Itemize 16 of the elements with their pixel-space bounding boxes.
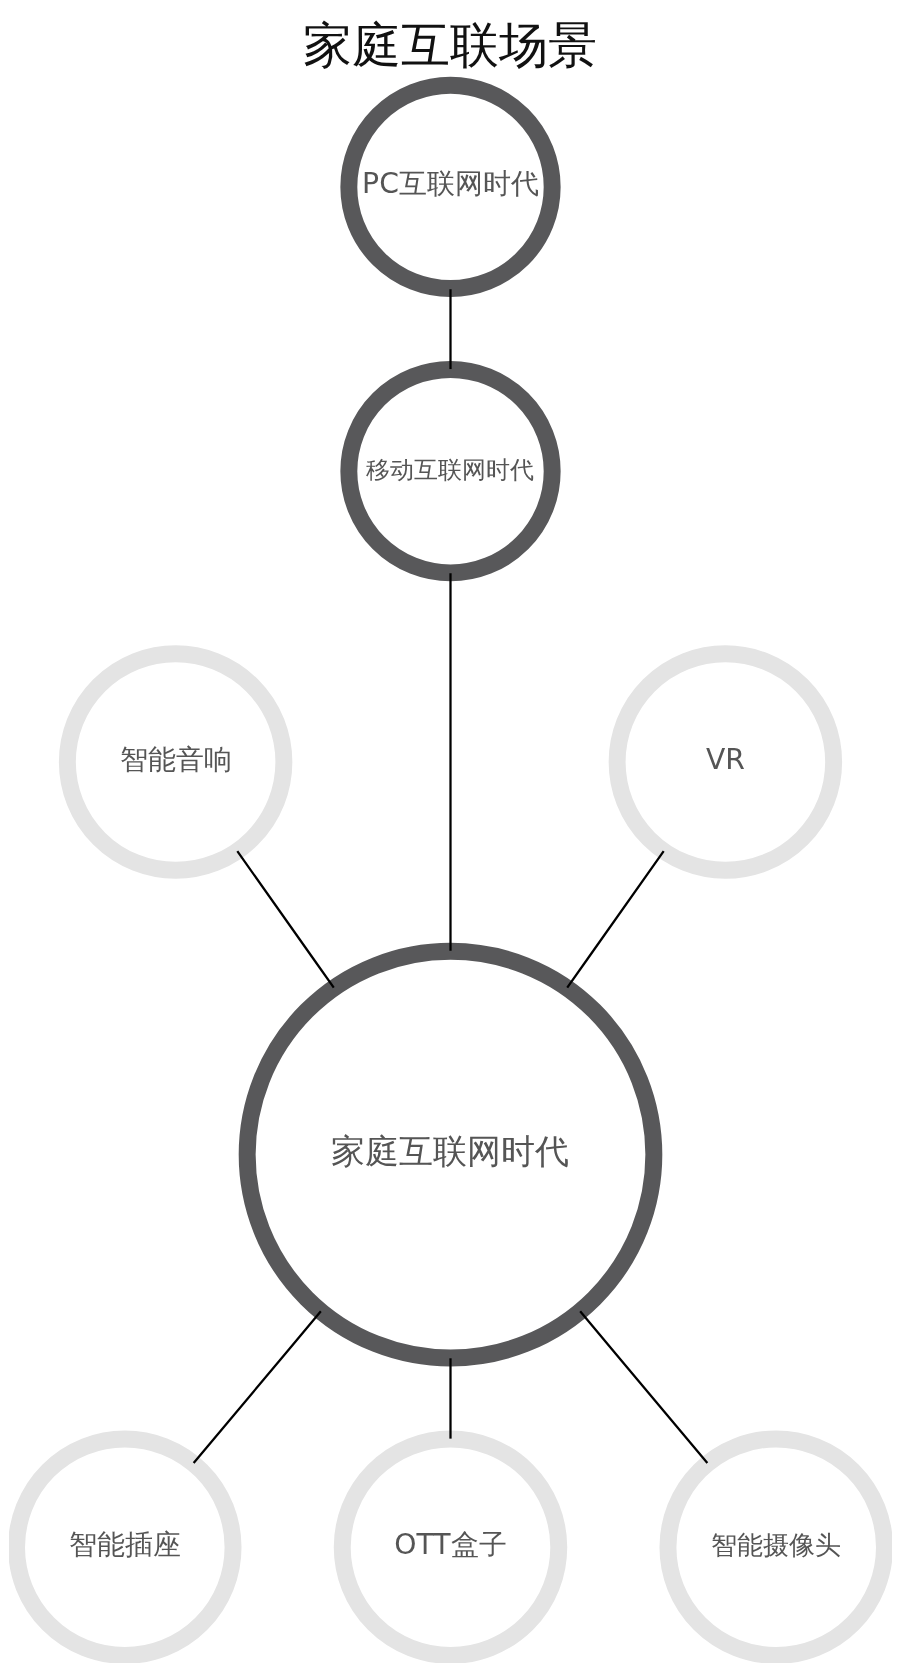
diagram-title: 家庭互联场景	[303, 17, 597, 75]
connector	[448, 573, 452, 951]
node-circle: 智能摄像头	[659, 1430, 892, 1663]
node-circle: 智能音响	[58, 645, 292, 879]
connector	[565, 850, 665, 989]
node-circle: OTT盒子	[333, 1430, 567, 1663]
connector	[448, 1358, 452, 1439]
connector	[235, 850, 335, 989]
node-circle: 家庭互联网时代	[238, 942, 662, 1367]
node-circle: VR	[608, 645, 842, 879]
connector	[448, 289, 452, 370]
node-circle: PC互联网时代	[339, 76, 561, 298]
node-circle: 移动互联网时代	[339, 361, 561, 582]
connector	[192, 1310, 322, 1464]
node-circle: 智能插座	[8, 1430, 241, 1663]
connector	[578, 1310, 708, 1464]
